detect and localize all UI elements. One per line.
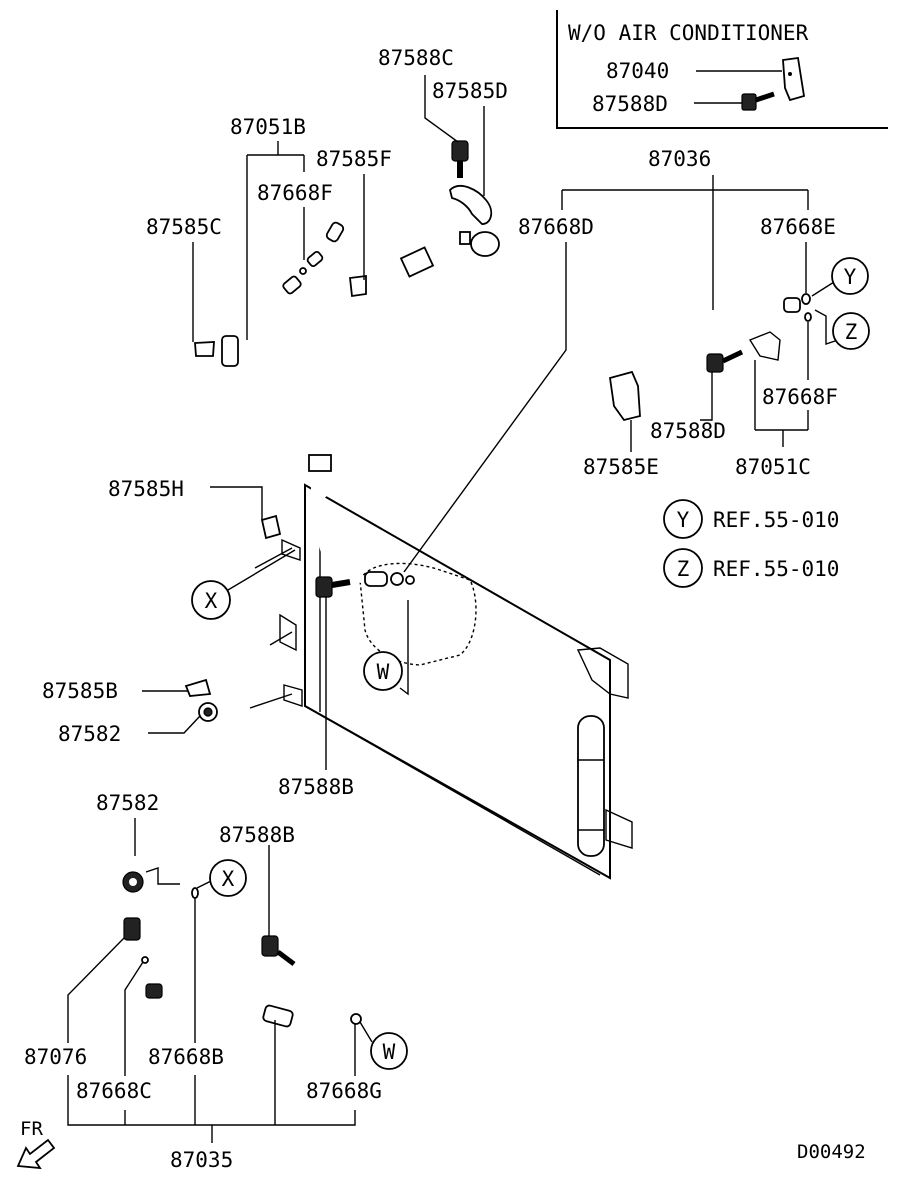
label-87588D: 87588D — [650, 419, 726, 443]
label-87588D-inset: 87588D — [592, 92, 668, 116]
front-label: FR — [20, 1118, 43, 1140]
label-87668E: 87668E — [760, 215, 836, 239]
svg-text:X: X — [205, 589, 218, 613]
label-87668F-right: 87668F — [762, 385, 838, 409]
svg-text:Z: Z — [677, 557, 690, 581]
clip-87585B — [184, 678, 212, 697]
label-87076: 87076 — [24, 1045, 87, 1069]
svg-text:W: W — [377, 660, 390, 684]
callout-x-lower: X — [209, 859, 247, 897]
label-87585C: 87585C — [146, 215, 222, 239]
ref-text-y: REF.55-010 — [713, 508, 839, 532]
part-labels: 87588C 87585D 87051B 87585F 87668F 87585… — [24, 46, 838, 1172]
label-87585F: 87585F — [316, 147, 392, 171]
label-87585H: 87585H — [108, 477, 184, 501]
label-87035: 87035 — [170, 1148, 233, 1172]
hose-87036 — [308, 229, 801, 584]
front-arrow-icon — [16, 1138, 56, 1170]
inset-without-ac: W/O AIR CONDITIONER 87040 87588D — [556, 10, 888, 129]
label-87585D: 87585D — [432, 79, 508, 103]
label-87668B: 87668B — [148, 1045, 224, 1069]
label-87588C: 87588C — [378, 46, 454, 70]
callout-y: Y — [831, 257, 869, 295]
svg-text:X: X — [222, 867, 235, 891]
clip-87585C — [194, 341, 215, 357]
label-87588B-lower: 87588B — [219, 823, 295, 847]
label-87036: 87036 — [648, 147, 711, 171]
front-arrow: FR — [16, 1118, 56, 1170]
lower-leader-lines — [67, 818, 373, 1143]
label-87588B-upper: 87588B — [278, 775, 354, 799]
label-87668D: 87668D — [518, 215, 594, 239]
label-87668F-upper: 87668F — [257, 181, 333, 205]
bolt-87588B-lower — [261, 935, 279, 957]
clip-87585H — [260, 514, 282, 540]
clamp-87585D — [449, 185, 493, 225]
label-87585B: 87585B — [42, 679, 118, 703]
bolt-87588B — [315, 576, 351, 598]
o-ring-87668F — [804, 312, 812, 322]
label-87051C: 87051C — [735, 455, 811, 479]
svg-text:Y: Y — [677, 508, 690, 532]
ref-text-z: REF.55-010 — [713, 557, 839, 581]
leader-lines — [142, 75, 839, 770]
inset-title: W/O AIR CONDITIONER — [568, 21, 809, 45]
clip-87585E — [608, 370, 641, 422]
label-87582-lower: 87582 — [96, 791, 159, 815]
callout-x-upper: X — [191, 580, 231, 620]
pipe-87051B — [221, 275, 302, 522]
bolt-87588C — [451, 140, 469, 178]
label-87668G: 87668G — [306, 1079, 382, 1103]
callout-z: Z — [832, 312, 870, 350]
callout-w-upper: W — [363, 651, 403, 691]
label-87582-upper: 87582 — [58, 722, 121, 746]
pipe-liquid-left — [203, 503, 287, 714]
ref-legend-z: Z REF.55-010 — [663, 548, 839, 588]
label-87668C: 87668C — [76, 1079, 152, 1103]
diagram-code: D00492 — [797, 1141, 866, 1163]
svg-text:W: W — [383, 1040, 396, 1064]
clip-87585F — [349, 274, 367, 298]
callout-w-lower: W — [370, 1032, 408, 1070]
o-ring-87668E — [801, 293, 811, 305]
condenser — [279, 483, 633, 880]
label-87051B: 87051B — [230, 115, 306, 139]
bracket-87040 — [782, 56, 806, 102]
svg-text:Z: Z — [845, 320, 858, 344]
receiver-drier — [577, 715, 605, 857]
svg-text:Y: Y — [844, 265, 857, 289]
label-87585E: 87585E — [583, 455, 659, 479]
bolt-87588D-inset — [741, 91, 775, 111]
ref-legend-y: Y REF.55-010 — [663, 499, 839, 539]
pressure-switch-87076 — [123, 917, 141, 941]
bolt-87588D — [706, 349, 744, 373]
label-87040: 87040 — [606, 59, 669, 83]
hose-87035 — [122, 871, 362, 1043]
